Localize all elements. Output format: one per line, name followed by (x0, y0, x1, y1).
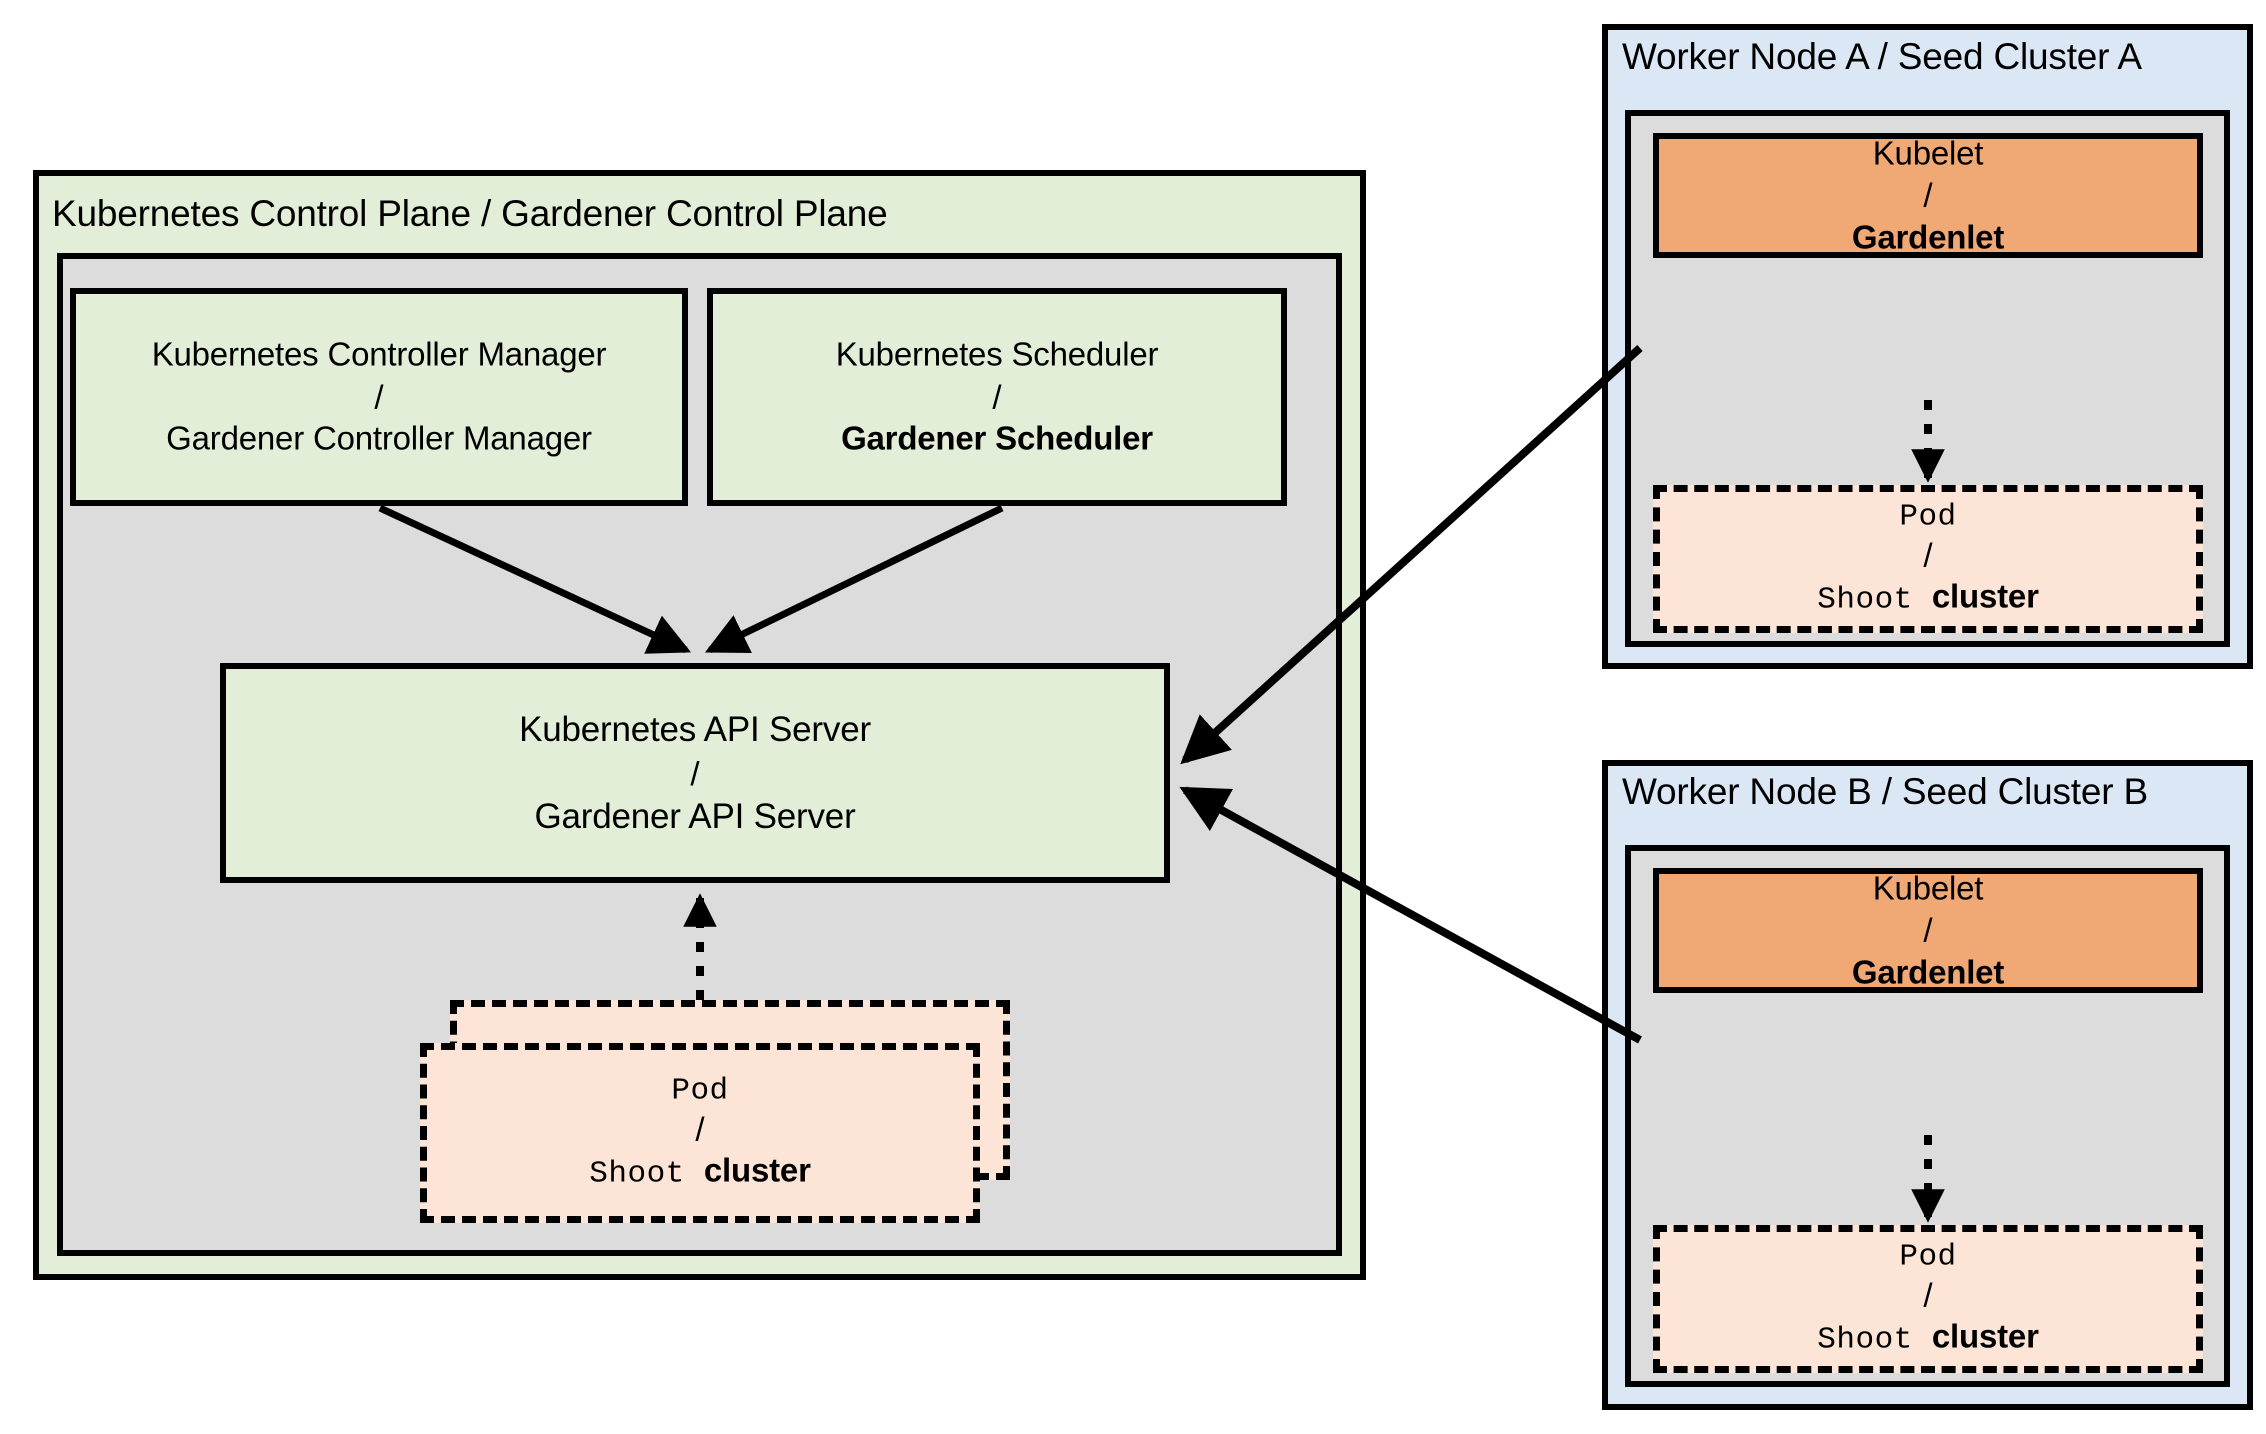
worker-node-b-kubelet-text: Kubelet / Gardenlet (1659, 867, 2197, 994)
worker-node-a-kubelet-box[interactable]: Kubelet / Gardenlet (1653, 133, 2203, 258)
worker-node-a-pod-text: Pod / Shoot cluster (1660, 499, 2196, 618)
worker-node-b-pod-box[interactable]: Pod / Shoot cluster (1653, 1225, 2203, 1373)
api-server-separator: / (690, 754, 700, 792)
controller-manager-text: Kubernetes Controller Manager / Gardener… (76, 333, 682, 460)
worker-node-a-pod-line2: Shoot cluster (1660, 576, 2196, 619)
controller-manager-line1: Kubernetes Controller Manager (151, 335, 607, 373)
worker-node-a-kubelet-line1: Kubelet (1872, 133, 1984, 171)
worker-node-b-kubelet-line2: Gardenlet (1851, 953, 2005, 991)
control-plane-pod-text: Pod / Shoot cluster (427, 1073, 973, 1192)
worker-node-a-pod-box[interactable]: Pod / Shoot cluster (1653, 485, 2203, 633)
api-server-text: Kubernetes API Server / Gardener API Ser… (226, 707, 1164, 839)
kubernetes-api-server-box[interactable]: Kubernetes API Server / Gardener API Ser… (220, 663, 1170, 883)
worker-node-b-pod-cluster: cluster (1931, 1317, 2039, 1355)
kubernetes-controller-manager-box[interactable]: Kubernetes Controller Manager / Gardener… (70, 288, 688, 506)
control-plane-pod-shoot: Shoot (589, 1156, 685, 1192)
control-plane-pod-line1: Pod (671, 1073, 729, 1109)
worker-node-b-title: Worker Node B / Seed Cluster B (1622, 771, 2148, 812)
worker-node-b-pod-line1: Pod (1899, 1239, 1957, 1275)
control-plane-pod-cluster: cluster (703, 1151, 811, 1189)
scheduler-line2: Gardener Scheduler (841, 419, 1153, 457)
worker-node-a-pod-shoot: Shoot (1817, 582, 1913, 618)
control-plane-pod-line2: Shoot cluster (427, 1150, 973, 1193)
worker-node-b-pod-shoot: Shoot (1817, 1322, 1913, 1358)
worker-node-a-title: Worker Node A / Seed Cluster A (1622, 36, 2142, 77)
scheduler-separator: / (992, 378, 1002, 416)
worker-node-b-kubelet-separator: / (1923, 911, 1933, 949)
worker-node-a-pod-line1: Pod (1899, 499, 1957, 535)
control-plane-title: Kubernetes Control Plane / Gardener Cont… (52, 193, 888, 234)
api-server-line2: Gardener API Server (534, 796, 856, 836)
worker-node-a-pod-cluster: cluster (1931, 577, 2039, 615)
worker-node-b-kubelet-line1: Kubelet (1872, 868, 1984, 906)
worker-node-b-pod-text: Pod / Shoot cluster (1660, 1239, 2196, 1358)
worker-node-a-kubelet-text: Kubelet / Gardenlet (1659, 132, 2197, 259)
control-plane-pod-separator: / (695, 1110, 705, 1148)
kubernetes-scheduler-box[interactable]: Kubernetes Scheduler / Gardener Schedule… (707, 288, 1287, 506)
controller-manager-line2: Gardener Controller Manager (166, 419, 592, 457)
worker-node-b-pod-separator: / (1923, 1276, 1933, 1314)
scheduler-text: Kubernetes Scheduler / Gardener Schedule… (713, 333, 1281, 460)
worker-node-a-pod-separator: / (1923, 536, 1933, 574)
scheduler-line1: Kubernetes Scheduler (835, 335, 1159, 373)
worker-node-b-kubelet-box[interactable]: Kubelet / Gardenlet (1653, 868, 2203, 993)
controller-manager-separator: / (374, 378, 384, 416)
worker-node-a-kubelet-line2: Gardenlet (1851, 218, 2005, 256)
worker-node-a-kubelet-separator: / (1923, 176, 1933, 214)
control-plane-pod-box[interactable]: Pod / Shoot cluster (420, 1043, 980, 1223)
api-server-line1: Kubernetes API Server (519, 709, 871, 749)
worker-node-b-pod-line2: Shoot cluster (1660, 1316, 2196, 1359)
